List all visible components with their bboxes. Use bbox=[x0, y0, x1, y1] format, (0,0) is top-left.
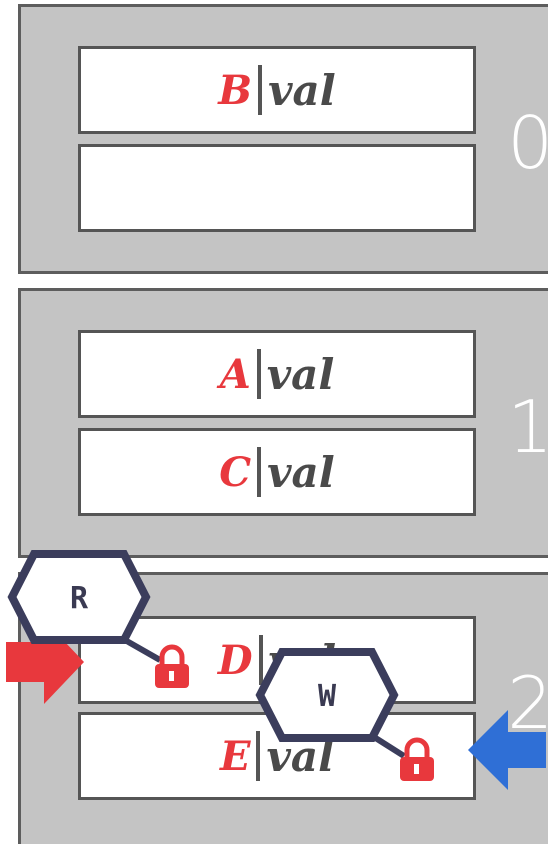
slot-value: val bbox=[266, 349, 335, 399]
slot-divider bbox=[258, 65, 263, 115]
slot-value: val bbox=[268, 65, 336, 115]
slot-value: val bbox=[267, 447, 335, 497]
page-2: 2 bbox=[18, 572, 548, 844]
slot-divider bbox=[256, 349, 261, 399]
slot-divider bbox=[257, 447, 262, 497]
slot-divider bbox=[256, 731, 261, 781]
page-1: 1 bbox=[18, 288, 548, 558]
slot-value: val bbox=[268, 635, 337, 685]
slot-key: C bbox=[219, 448, 252, 496]
slot-key: D bbox=[217, 636, 253, 684]
page-0: 0 bbox=[18, 4, 548, 274]
slot: C val bbox=[78, 428, 476, 516]
page-number: 0 bbox=[507, 101, 548, 185]
slot-key: A bbox=[219, 350, 251, 398]
page-number: 1 bbox=[507, 385, 548, 469]
slot-key: B bbox=[218, 66, 253, 114]
slot: A val bbox=[78, 330, 476, 418]
slot-value: val bbox=[266, 731, 335, 781]
slot: E val bbox=[78, 712, 476, 800]
page-number: 2 bbox=[507, 661, 548, 745]
slot-empty bbox=[78, 144, 476, 232]
slot: B val bbox=[78, 46, 476, 134]
slot-key: E bbox=[219, 732, 251, 780]
slot-divider bbox=[258, 635, 263, 685]
slot: D val bbox=[78, 616, 476, 704]
